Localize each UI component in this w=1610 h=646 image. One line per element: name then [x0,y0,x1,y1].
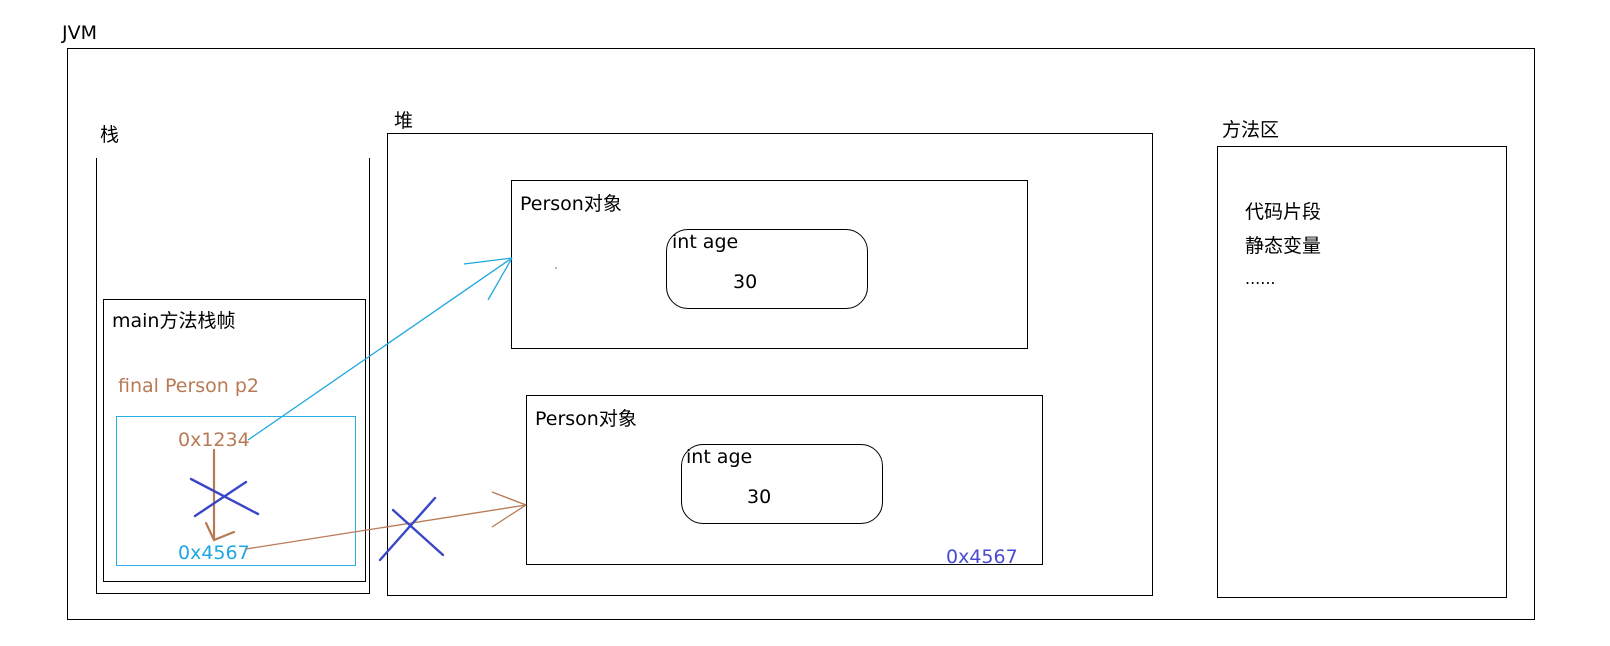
person-object-1 [511,180,1028,349]
person-object-2-age-field [681,444,883,524]
person-object-1-field-value: 30 [733,271,758,293]
new-address: 0x4567 [178,542,250,564]
cross-new-reference-icon [378,496,445,562]
person-object-1-age-field [666,229,868,309]
main-frame-label: main方法栈帧 [112,310,236,332]
method-area-box [1217,146,1507,598]
method-area-item-code: 代码片段 [1245,201,1322,223]
heap-label: 堆 [394,110,414,132]
old-address: 0x1234 [178,429,250,451]
jvm-box [67,48,1535,620]
person-object-2-label: Person对象 [535,408,637,430]
reference-slot [116,416,356,566]
person-object-2-field-name: int age [686,446,753,468]
stack-container [96,158,370,594]
method-area-item-static: 静态变量 [1245,235,1322,257]
reference-arrow-new [245,491,527,550]
cross-reassignment-icon [189,477,260,518]
person-object-2 [526,395,1043,565]
method-area-label: 方法区 [1222,119,1280,141]
person-object-2-address: 0x4567 [946,546,1018,568]
reference-arrow-old [247,257,513,441]
stray-dot [555,267,557,269]
stack-label: 栈 [100,124,120,146]
person-object-2-field-value: 30 [747,486,772,508]
method-area-item-ellipsis: ...... [1245,269,1276,288]
main-stack-frame [103,299,366,582]
person-object-1-field-name: int age [672,231,739,253]
jvm-label: JVM [62,22,97,44]
reassignment-arrow [204,448,236,542]
person-object-1-label: Person对象 [520,193,622,215]
heap-box [387,133,1153,596]
variable-declaration: final Person p2 [118,375,260,397]
